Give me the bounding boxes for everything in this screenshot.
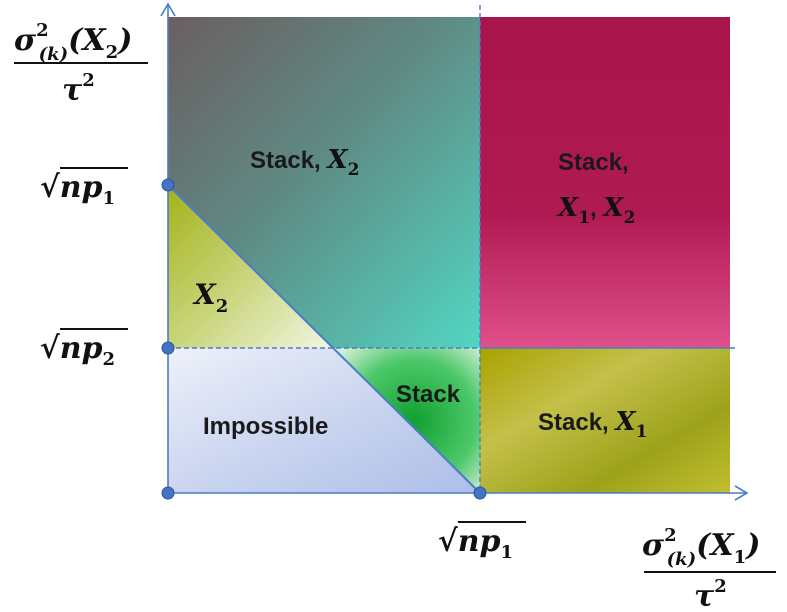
x-tick-np1: √np1	[438, 521, 526, 563]
region-stack-x2	[168, 17, 480, 348]
x-axis	[168, 485, 749, 501]
diagonal-boundary	[167, 184, 481, 494]
point-origin	[161, 486, 175, 500]
region-stack-x1x2	[480, 17, 730, 348]
label-stack-x1: Stack, X1	[538, 407, 647, 442]
point-y-np1	[161, 178, 175, 192]
y-tick-np1: √np1	[40, 167, 128, 209]
svg-text:σ2(k)(X1): σ2(k)(X1)	[642, 525, 760, 570]
region-impossible	[168, 348, 480, 493]
svg-text:τ2: τ2	[694, 576, 727, 612]
label-stack-x2: Stack, X2	[250, 145, 359, 180]
label-stack: Stack	[396, 381, 461, 408]
y-tick-np2: √np2	[40, 328, 128, 370]
label-impossible: Impossible	[203, 413, 328, 440]
y-axis-label: σ2(k)(X2) τ2	[14, 20, 148, 108]
y-axis	[160, 2, 176, 493]
region-stack-x1	[480, 348, 730, 493]
x-axis-label: σ2(k)(X1) τ2	[642, 525, 776, 612]
label-x2: X2	[192, 278, 228, 317]
svg-text:σ2(k)(X2): σ2(k)(X2)	[14, 20, 132, 65]
point-x-np1	[473, 486, 487, 500]
svg-text:√np1: √np1	[40, 170, 115, 209]
label-stack-x1x2-line2: X1, X2	[556, 193, 635, 228]
svg-text:√np2: √np2	[40, 331, 115, 370]
svg-text:√np1: √np1	[438, 524, 513, 563]
label-stack-x1x2-line1: Stack,	[558, 149, 629, 176]
point-y-np2	[161, 341, 175, 355]
svg-text:τ2: τ2	[62, 70, 95, 108]
